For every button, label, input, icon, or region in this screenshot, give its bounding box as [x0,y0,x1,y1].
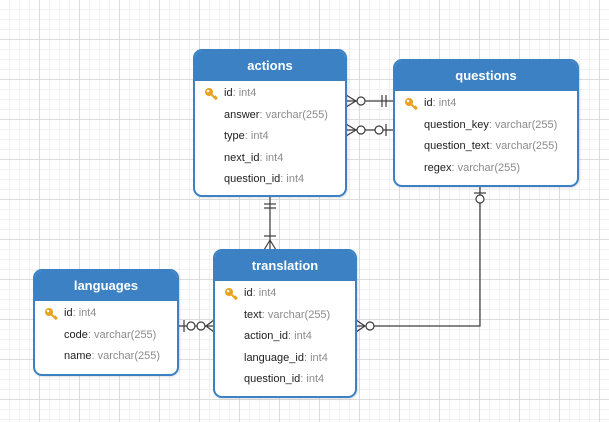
table-title-languages: languages [35,271,177,301]
field-type: int4 [286,173,305,185]
field-row[interactable]: action_id: int4 [215,326,355,348]
field-name: question_id [224,173,281,185]
field-name: code [64,328,88,341]
field-name: next_id [224,151,260,164]
field-separator: : [451,161,458,174]
field-name: id [244,287,253,299]
field-type: int4 [78,307,97,319]
relation-actions-questions-lower [345,123,394,137]
primary-key-icon [205,88,218,101]
primary-key-icon [45,308,58,321]
field-separator: : [280,173,287,185]
relation-actions-translation [263,196,277,251]
field-name: question_text [424,140,490,152]
field-name: type [224,130,245,142]
field-separator: : [288,330,295,342]
field-row[interactable]: id: int4 [195,83,345,105]
field-row[interactable]: question_id: int4 [195,169,345,191]
field-separator: : [488,118,495,131]
primary-key-icon [225,288,238,301]
field-separator: : [261,308,268,321]
field-type: int4 [310,351,328,364]
field-row[interactable]: code: varchar(255) [35,325,177,347]
field-type: int4 [265,151,284,164]
field-type: int4 [250,130,269,142]
field-separator: : [489,140,496,152]
table-translation[interactable]: translation id: int4 text: varchar(255) … [213,249,357,398]
field-name: answer [224,108,260,121]
field-row[interactable]: question_key: varchar(255) [395,115,577,137]
field-type: varchar(255) [495,140,558,152]
field-row[interactable]: name: varchar(255) [35,346,177,368]
field-row[interactable]: next_id: int4 [195,148,345,170]
table-actions[interactable]: actions id: int4 answer: varchar(255) ty… [193,49,347,197]
field-name: id [224,87,233,99]
field-row[interactable]: regex: varchar(255) [395,158,577,180]
field-type: varchar(255) [97,350,161,362]
field-separator: : [259,108,266,121]
field-type: varchar(255) [494,118,558,131]
field-name: question_id [244,373,301,385]
field-type: int4 [238,87,257,99]
field-type: int4 [294,330,312,342]
field-type: int4 [438,97,457,109]
primary-key-icon [405,98,418,111]
table-title-actions: actions [195,51,345,81]
field-separator: : [259,151,266,164]
field-type: varchar(255) [457,161,521,174]
field-name: language_id [244,351,304,364]
table-questions[interactable]: questions id: int4 question_key: varchar… [393,59,579,187]
field-row[interactable]: answer: varchar(255) [195,105,345,127]
field-row[interactable]: question_id: int4 [215,369,355,391]
field-row[interactable]: id: int4 [395,93,577,115]
field-name: id [424,97,433,109]
field-separator: : [303,351,311,364]
field-type: int4 [306,373,325,385]
field-separator: : [87,328,94,341]
field-separator: : [232,87,239,99]
field-separator: : [91,350,98,362]
field-row[interactable]: id: int4 [35,303,177,325]
field-type: varchar(255) [267,308,331,321]
field-name: action_id [244,330,289,342]
field-name: name [64,350,92,362]
field-row[interactable]: id: int4 [215,283,355,305]
field-separator: : [244,130,251,142]
field-name: question_key [424,118,489,131]
table-title-questions: questions [395,61,577,91]
field-row[interactable]: question_text: varchar(255) [395,136,577,158]
field-type: int4 [258,287,277,299]
field-separator: : [252,287,259,299]
relation-questions-translation [355,186,486,333]
field-type: varchar(255) [93,328,157,341]
field-separator: : [432,97,439,109]
field-separator: : [72,307,79,319]
relation-actions-questions-upper [345,94,394,108]
field-separator: : [300,373,307,385]
table-title-translation: translation [215,251,355,281]
table-languages[interactable]: languages id: int4 code: varchar(255) na… [33,269,179,376]
relation-languages-translation [178,319,215,333]
field-row[interactable]: type: int4 [195,126,345,148]
field-type: varchar(255) [265,108,328,121]
field-row[interactable]: language_id: int4 [215,348,355,370]
field-name: regex [424,161,452,174]
field-name: text [244,308,262,321]
field-name: id [64,307,73,319]
field-row[interactable]: text: varchar(255) [215,305,355,327]
